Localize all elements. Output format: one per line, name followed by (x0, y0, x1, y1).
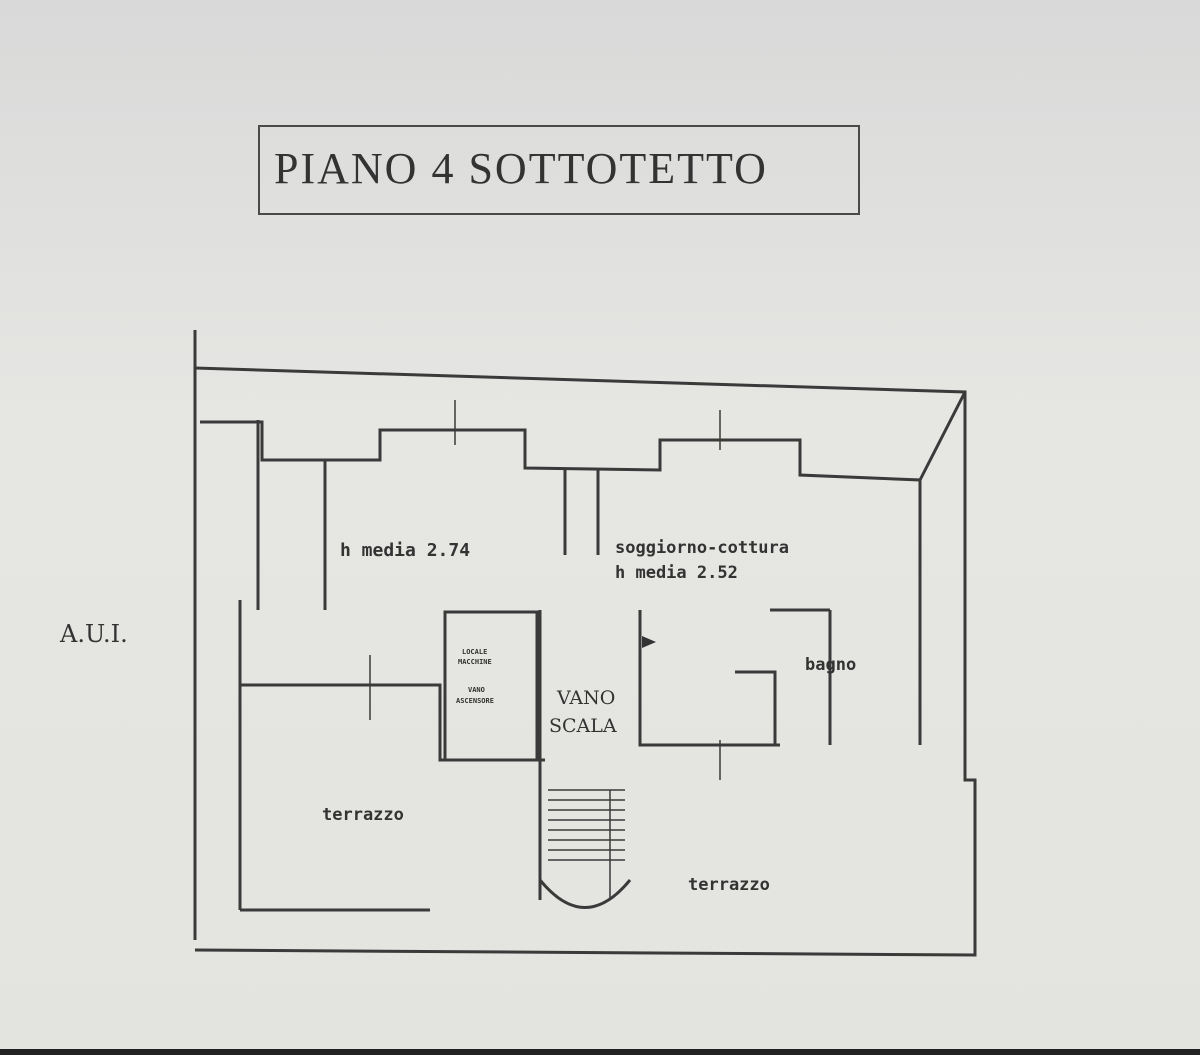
room-left-height-label: h media 2.74 (340, 540, 471, 561)
terrazzo-left-label: terrazzo (322, 805, 404, 825)
screen-bezel (0, 1049, 1200, 1055)
vano-scala-label-1: VANO (557, 687, 616, 709)
locale-macchine-label-2: MACCHINE (458, 658, 492, 666)
bagno-label: bagno (805, 655, 857, 675)
terrazzo-right-label: terrazzo (688, 875, 770, 895)
plan-title-box: PIANO 4 SOTTOTETTO (258, 125, 860, 215)
plan-title: PIANO 4 SOTTOTETTO (274, 144, 768, 193)
vano-ascensore-label-2: ASCENSORE (456, 697, 494, 705)
aui-label: A.U.I. (60, 620, 128, 648)
vano-scala-label-2: SCALA (549, 715, 617, 737)
vano-ascensore-label-1: VANO (468, 686, 485, 694)
locale-macchine-label-1: LOCALE (462, 648, 488, 656)
soggiorno-label: soggiorno-cottura (615, 538, 789, 558)
soggiorno-height-label: h media 2.52 (615, 563, 738, 583)
